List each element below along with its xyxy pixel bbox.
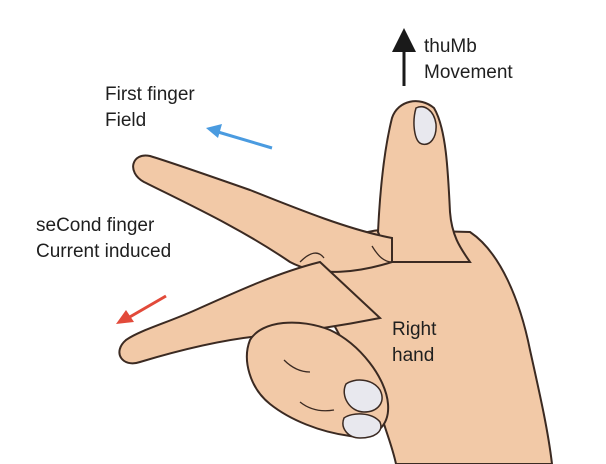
field-arrow-icon (206, 124, 273, 150)
thumb-nail-icon (413, 106, 437, 146)
second-finger-label-line1: seCond finger (36, 215, 155, 236)
folded-nail-top-icon (343, 379, 383, 413)
thumb-shape (376, 100, 472, 263)
palm-shape (298, 228, 554, 464)
first-finger-label-line1: First finger (105, 84, 195, 105)
thumb-label-line2: Movement (424, 62, 513, 83)
first-finger-label-line2: Field (105, 110, 147, 131)
first-finger-label: First finger Field (105, 82, 195, 134)
skin-creases (283, 245, 393, 412)
folded-nail-bottom-icon (342, 413, 382, 439)
right-hand-label: Right hand (392, 317, 436, 369)
current-arrow-icon (116, 294, 167, 324)
thumb-label: thuMb Movement (424, 34, 513, 86)
second-finger-label: seCond finger Current induced (36, 213, 171, 265)
right-hand-label-line1: Right (392, 319, 437, 340)
thumb-label-line1: thuMb (424, 36, 477, 57)
second-finger-label-line2: Current induced (36, 241, 172, 262)
right-hand-label-line2: hand (392, 345, 435, 366)
first-finger-shape (132, 154, 393, 273)
